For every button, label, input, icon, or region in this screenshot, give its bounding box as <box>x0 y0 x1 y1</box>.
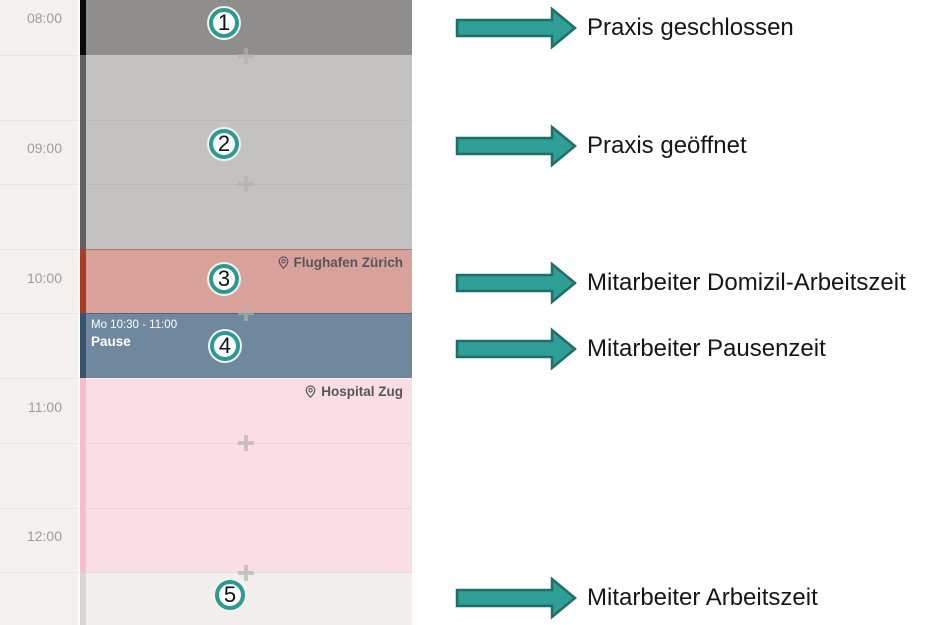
time-label: 10:00 <box>26 270 62 286</box>
event-block-arbeitszeit-extern[interactable]: Hospital Zug <box>80 378 412 572</box>
event-color-strip <box>80 249 86 313</box>
location-pin-icon <box>278 256 288 269</box>
legend-row: Mitarbeiter Arbeitszeit <box>455 576 818 620</box>
time-label: 08:00 <box>26 10 62 26</box>
event-location: Hospital Zug <box>304 384 403 399</box>
legend-row: Mitarbeiter Domizil-Arbeitszeit <box>455 261 906 305</box>
annotation-badge-1: 1 <box>209 8 239 38</box>
gutter-gridline <box>0 249 78 250</box>
event-title: Pause <box>91 334 131 349</box>
gutter-gridline <box>0 572 78 573</box>
plus-icon[interactable] <box>238 305 254 321</box>
plus-icon[interactable] <box>238 435 254 451</box>
gutter-gridline <box>0 443 78 444</box>
legend-label: Praxis geöffnet <box>587 132 747 159</box>
gutter-gridline <box>0 313 78 314</box>
column-gridline <box>86 120 412 121</box>
gutter-gridline <box>0 378 78 379</box>
arrow-right-icon <box>455 124 577 168</box>
location-pin-icon <box>305 385 316 398</box>
annotation-badge-4: 4 <box>210 331 240 361</box>
time-label: 09:00 <box>26 140 62 156</box>
gutter-gridline <box>0 508 78 509</box>
annotation-badge-2: 2 <box>209 129 239 159</box>
day-column: Flughafen Zürich Mo 10:30 - 11:00 Pause … <box>80 0 412 625</box>
annotation-badge-5: 5 <box>215 580 245 610</box>
legend-row: Praxis geschlossen <box>455 6 794 50</box>
legend-label: Praxis geschlossen <box>587 14 794 41</box>
gutter-gridline <box>0 55 78 56</box>
time-gutter: 08:00 09:00 10:00 11:00 12:00 <box>0 0 78 625</box>
plus-icon[interactable] <box>238 176 254 192</box>
time-label: 12:00 <box>26 528 62 544</box>
event-color-strip <box>80 313 86 378</box>
event-block-praxis-geschlossen[interactable] <box>80 0 412 55</box>
arrow-right-icon <box>455 576 577 620</box>
column-gridline <box>86 508 412 509</box>
arrow-right-icon <box>455 261 577 305</box>
event-color-strip <box>80 55 86 249</box>
legend-label: Mitarbeiter Arbeitszeit <box>587 584 818 611</box>
legend-label: Mitarbeiter Pausenzeit <box>587 335 826 362</box>
event-details: Mo 10:30 - 11:00 Pause <box>91 319 177 350</box>
event-color-strip <box>80 378 86 572</box>
event-block-praxis-geoeffnet[interactable] <box>80 55 412 249</box>
annotation-badge-3: 3 <box>209 264 239 294</box>
arrow-right-icon <box>455 327 577 371</box>
event-block-pause[interactable]: Mo 10:30 - 11:00 Pause <box>80 313 412 378</box>
event-color-strip <box>80 572 86 625</box>
plus-icon[interactable] <box>238 565 254 581</box>
arrow-right-icon <box>455 6 577 50</box>
event-location-label: Hospital Zug <box>321 384 403 399</box>
plus-icon[interactable] <box>238 48 254 64</box>
event-location: Flughafen Zürich <box>277 255 404 270</box>
legend-row: Mitarbeiter Pausenzeit <box>455 327 826 371</box>
legend-label: Mitarbeiter Domizil-Arbeitszeit <box>587 269 906 296</box>
gutter-gridline <box>0 120 78 121</box>
event-location-label: Flughafen Zürich <box>293 255 404 270</box>
legend-row: Praxis geöffnet <box>455 124 747 168</box>
event-time-range: Mo 10:30 - 11:00 <box>91 319 178 331</box>
time-label: 11:00 <box>28 399 62 415</box>
event-block-domizil-arbeitszeit[interactable]: Flughafen Zürich <box>80 249 412 313</box>
gutter-gridline <box>0 184 78 185</box>
event-color-strip <box>80 0 86 55</box>
